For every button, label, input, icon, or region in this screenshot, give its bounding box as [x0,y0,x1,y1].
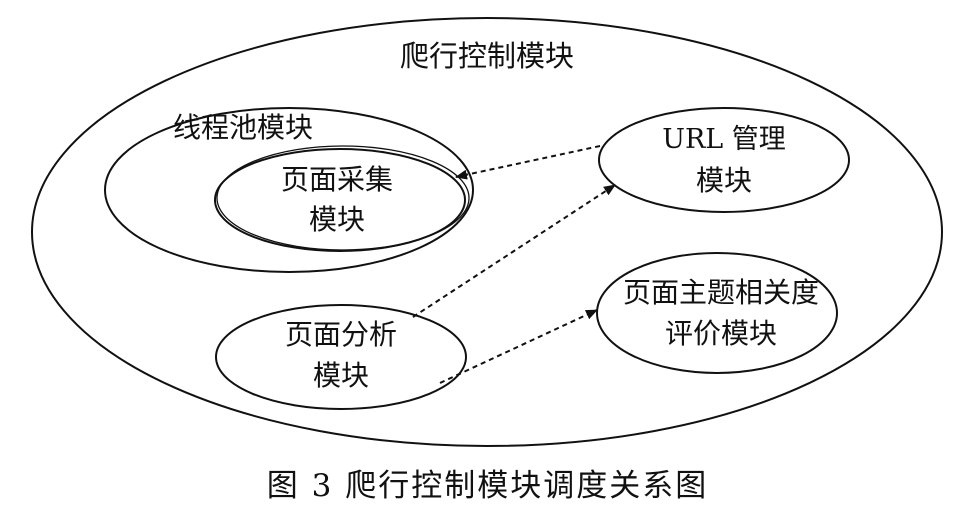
page-collect-module-ellipse [214,148,466,252]
crawl-control-module-ellipse [31,17,943,447]
url-manage-module-label-line1: URL 管理 [662,124,786,155]
topic-relevance-module-label-line1: 页面主题相关度 [623,276,819,309]
thread-pool-module-ellipse [104,107,474,273]
url-manage-module-label-line2: 模块 [696,164,752,197]
thread-pool-module-label: 线程池模块 [173,111,313,144]
figure-caption: 图 3 爬行控制模块调度关系图 [266,468,709,504]
page-analysis-module-label-line2: 模块 [313,359,369,392]
page-analysis-module-ellipse [215,304,467,410]
crawl-control-module-label: 爬行控制模块 [400,39,574,73]
url-manage-module-ellipse [598,107,850,213]
topic-relevance-module-ellipse [596,252,838,374]
page-analysis-module-label-line1: 页面分析 [285,318,397,351]
page-collect-module-label-line2: 模块 [309,203,365,236]
topic-relevance-module-label-line2: 评价模块 [665,317,777,350]
page-collect-module-shadow-ellipse [216,145,470,251]
page-collect-module-label-line1: 页面采集 [281,163,393,196]
arrow-url-to-page-collect [455,145,601,180]
arrow-page-analysis-to-relevance [439,309,598,384]
arrow-page-analysis-to-url [412,184,616,318]
